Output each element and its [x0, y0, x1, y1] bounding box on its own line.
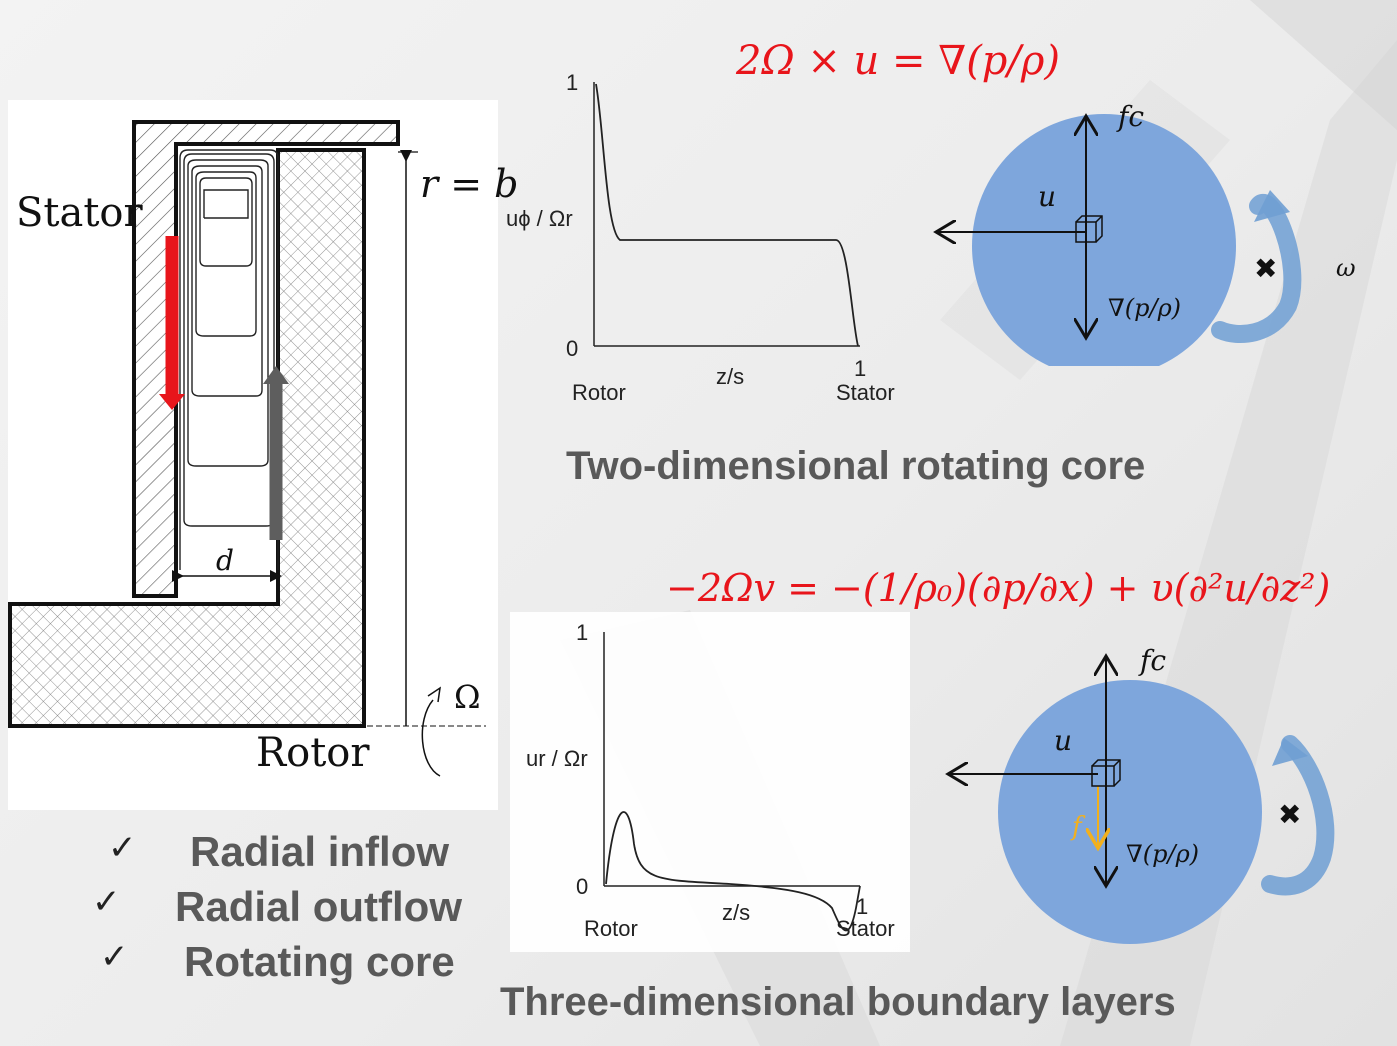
into-page-cross-icon: ✖ — [1278, 798, 1302, 831]
rotor-stator-diagram: Stator Rotor r = b d Ω — [8, 100, 519, 810]
fc-label: fc — [1140, 644, 1167, 677]
stator-label: Stator — [16, 190, 143, 236]
x-tick-right: 1 — [854, 356, 866, 381]
bottom-force-diagram — [940, 640, 1335, 944]
rotor-stator-sketch — [8, 120, 486, 777]
x-axis-label: z/s — [722, 900, 750, 925]
u-label: u — [1038, 180, 1057, 213]
fluid-element-cube — [1091, 759, 1121, 787]
check-icon: ✓ — [100, 937, 129, 977]
omega-label: ω — [1336, 254, 1356, 282]
checklist-item-radial-outflow: Radial outflow — [175, 883, 462, 930]
y-axis-label: uϕ / Ωr — [506, 206, 573, 231]
x-axis-label: z/s — [716, 364, 744, 389]
fluid-disk — [972, 114, 1236, 366]
rotor-label: Rotor — [256, 730, 370, 776]
velocity-profile-curve — [605, 811, 861, 932]
check-icon: ✓ — [92, 882, 121, 922]
bottom-caption: Three-dimensional boundary layers — [500, 980, 1176, 1024]
velocity-profile-curve — [595, 83, 859, 347]
y-tick-top: 1 — [566, 70, 578, 95]
x-tick-right: 1 — [856, 894, 868, 919]
top-velocity-plot: 1 0 uϕ / Ωr z/s 1 Rotor Stator — [506, 70, 895, 405]
top-caption: Two-dimensional rotating core — [566, 444, 1146, 488]
x-label-rotor: Rotor — [572, 380, 626, 405]
top-equation: 2Ω × u = ∇(p/ρ) — [736, 38, 1061, 84]
checklist-item-radial-inflow: Radial inflow — [190, 828, 450, 875]
fluid-element-cube — [1075, 215, 1103, 243]
gap-label: d — [216, 544, 234, 577]
radius-label: r = b — [420, 162, 519, 206]
pressure-gradient-label: ∇(p/ρ) — [1126, 840, 1200, 868]
y-tick-bottom: 0 — [566, 336, 578, 361]
into-page-cross-icon: ✖ — [1254, 252, 1278, 285]
x-label-stator: Stator — [836, 916, 895, 941]
top-force-diagram — [920, 96, 1302, 366]
checklist-item-rotating-core: Rotating core — [184, 938, 455, 985]
pressure-gradient-label: ∇(p/ρ) — [1108, 294, 1182, 322]
x-label-rotor: Rotor — [584, 916, 638, 941]
bottom-velocity-plot: 1 0 ur / Ωr z/s 1 Rotor Stator — [526, 620, 895, 941]
y-tick-top: 1 — [576, 620, 588, 645]
friction-label: f — [1072, 812, 1082, 842]
bottom-plot-panel — [510, 612, 910, 952]
bottom-equation: −2Ωv = −(1/ρ₀)(∂p/∂x) + υ(∂²u/∂z²) — [666, 566, 1331, 610]
u-label: u — [1054, 724, 1073, 757]
x-label-stator: Stator — [836, 380, 895, 405]
check-icon: ✓ — [108, 828, 137, 868]
y-tick-bottom: 0 — [576, 874, 588, 899]
rotation-label: Ω — [454, 678, 481, 716]
rotation-arrow — [1261, 735, 1335, 896]
fc-label: fc — [1118, 100, 1145, 133]
fluid-disk — [998, 680, 1262, 944]
y-axis-label: ur / Ωr — [526, 746, 588, 771]
